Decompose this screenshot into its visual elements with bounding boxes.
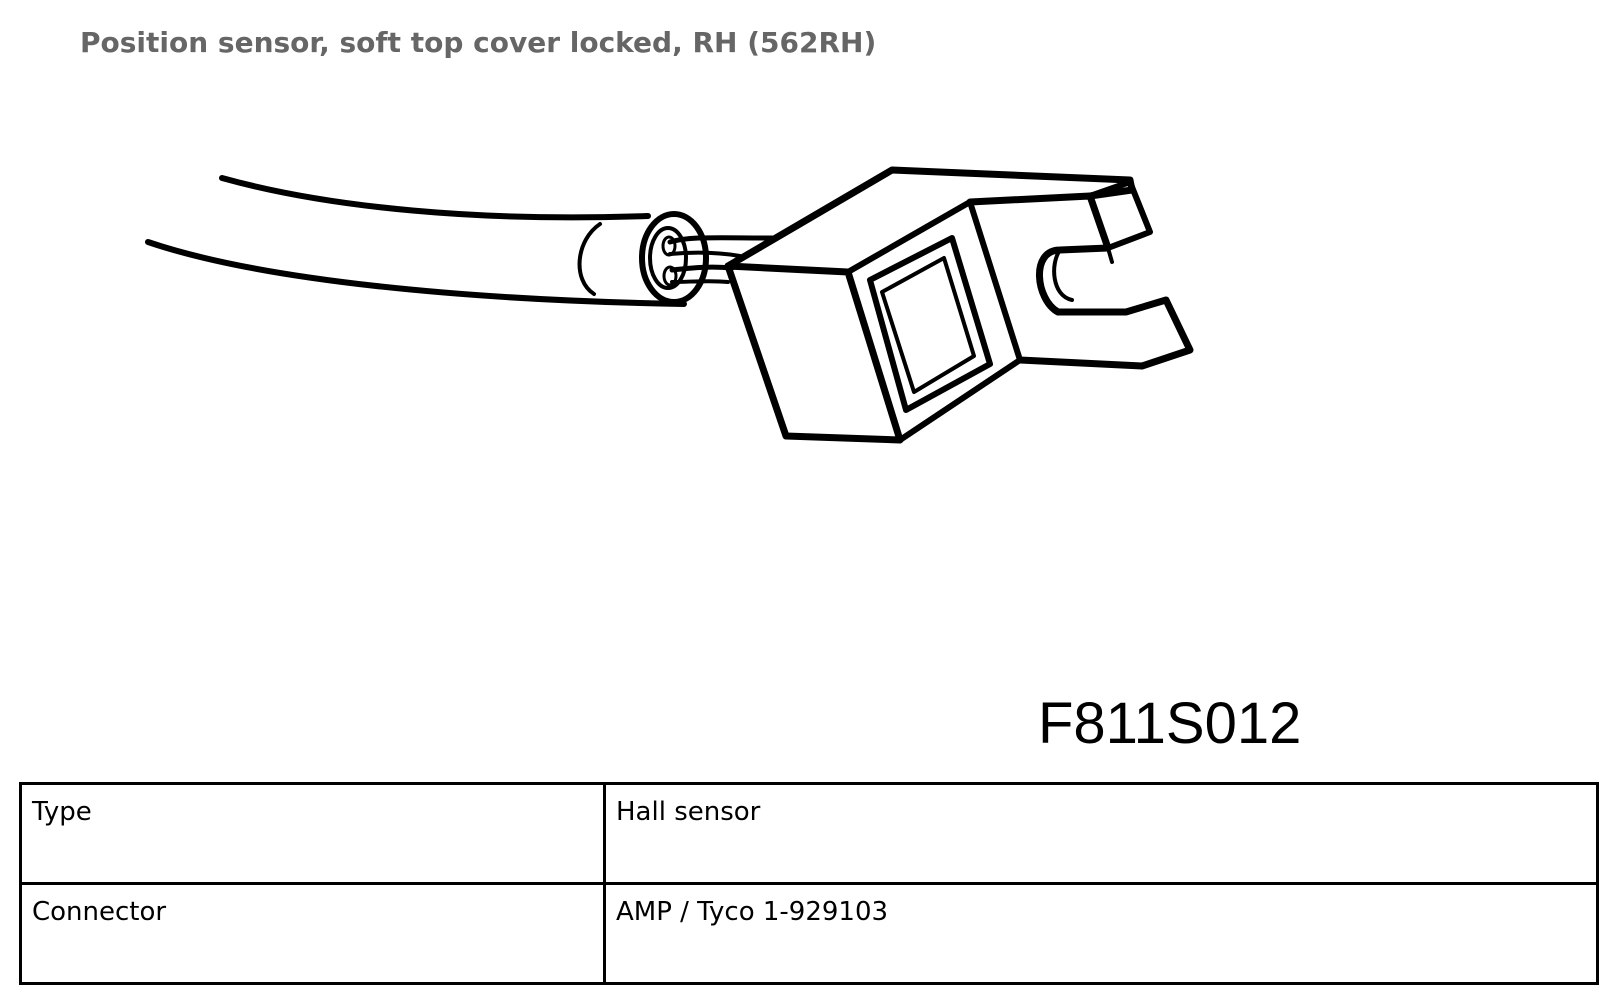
cable-lower-edge	[145, 239, 687, 307]
fork-plate	[966, 192, 1194, 370]
table-row: Type Hall sensor	[19, 782, 1599, 885]
wire-lower-b	[670, 279, 730, 284]
wire-tip-lower	[662, 265, 678, 287]
cable-sheath-curve	[577, 222, 602, 296]
wire-upper-b	[668, 250, 742, 258]
connector-label: Connector	[19, 882, 606, 985]
wire-upper	[667, 235, 775, 245]
sensor-window-outer	[867, 235, 993, 413]
cable-end-inner	[648, 226, 688, 290]
sensor-illustration	[145, 166, 1194, 444]
fork-prong-edge	[1106, 246, 1114, 264]
cable-upper-edge	[219, 175, 651, 221]
fork-upper-prong	[1087, 179, 1153, 251]
wire-tip-upper	[661, 235, 677, 257]
cable-end-ellipse	[639, 211, 709, 305]
page-title: Position sensor, soft top cover locked, …	[80, 26, 877, 59]
wire-lower	[669, 264, 735, 273]
fork-lower-prong	[1123, 297, 1193, 353]
sensor-body-side-top	[845, 199, 1023, 443]
spec-table: Type Hall sensor Connector AMP / Tyco 1-…	[19, 782, 1599, 985]
type-value: Hall sensor	[603, 782, 1599, 885]
fork-slot-inner	[1052, 248, 1074, 302]
table-row: Connector AMP / Tyco 1-929103	[19, 882, 1599, 985]
type-label: Type	[19, 782, 606, 885]
connector-value: AMP / Tyco 1-929103	[603, 882, 1599, 985]
figure-code: F811S012	[1038, 691, 1302, 756]
sensor-window-inner	[880, 256, 976, 394]
